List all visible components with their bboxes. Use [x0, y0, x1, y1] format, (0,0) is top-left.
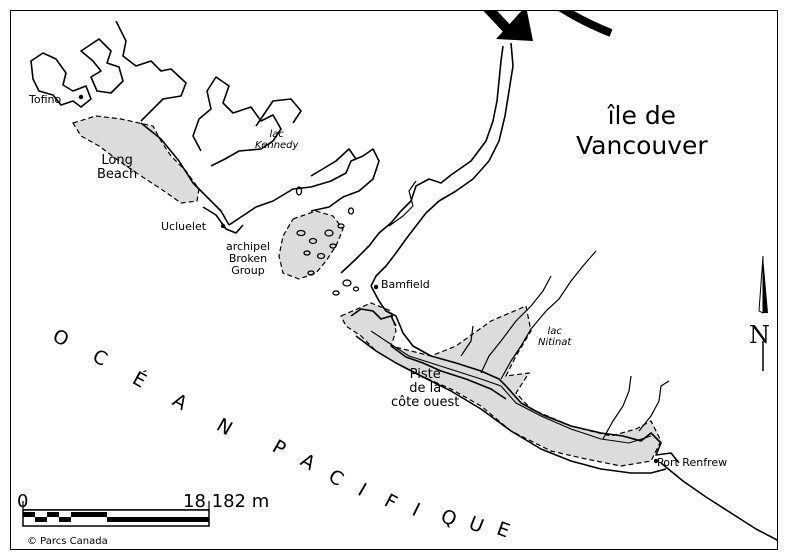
island-10: [342, 279, 352, 287]
label-bamfield: Bamfield: [381, 278, 430, 291]
scale-seg-5: [71, 512, 107, 517]
label-trail-line3: côte ouest: [391, 395, 460, 410]
coastline-tofino-peninsula: [30, 52, 92, 108]
scale-seg-1: [23, 512, 35, 517]
coastline: [30, 20, 777, 541]
island-6: [329, 243, 337, 249]
island-13: [307, 270, 315, 276]
label-west-coast-trail: Piste de la côte ouest: [391, 368, 459, 410]
island-12: [352, 286, 360, 292]
island-7: [337, 223, 345, 229]
coastline-ucluelet-arm: [140, 122, 230, 226]
label-ucluelet: Ucluelet: [161, 220, 207, 233]
label-vancouver-island: île de Vancouver: [576, 101, 708, 161]
island-3: [324, 229, 334, 237]
label-broken-group: archipel Broken Group: [226, 241, 270, 277]
scale-seg-6: [107, 517, 209, 522]
label-lake-kennedy-line1: lac: [269, 129, 284, 140]
label-broken-group-line1: archipel: [226, 240, 270, 253]
label-lake-kennedy-line2: Kennedy: [255, 140, 299, 151]
label-long-beach-line2: Beach: [97, 167, 138, 182]
label-broken-group-line3: Group: [231, 264, 265, 277]
map-frame: N 0 18 182 m © Parcs Canada Tofino Long …: [10, 10, 778, 550]
island-2: [308, 237, 318, 245]
coastline-ucluelet-south: [202, 206, 244, 234]
label-island-line2: Vancouver: [576, 131, 708, 160]
compass-north-label: N: [749, 321, 770, 349]
compass-needle-left: [758, 255, 764, 314]
label-island-line1: île de: [607, 101, 677, 130]
river-east-2: [602, 375, 632, 440]
islands: [295, 186, 360, 296]
town-dot-port-renfrew: [653, 458, 659, 464]
coastline-east-mainland: [370, 285, 680, 464]
label-lake-kennedy: lac Kennedy: [255, 129, 298, 151]
town-dot-bamfield: [373, 284, 379, 290]
arrow-shaft: [483, 11, 515, 37]
rivers: [388, 180, 670, 440]
label-broken-group-line2: Broken: [228, 252, 268, 265]
island-8: [295, 186, 303, 196]
coastline-upper-left: [115, 20, 187, 122]
town-markers: [78, 94, 659, 464]
compass-needle-right: [763, 256, 768, 313]
scale-seg-4: [59, 517, 71, 522]
island-5: [316, 252, 326, 260]
river-nitinat: [500, 250, 597, 380]
label-lake-nitinat: lac Nitinat: [538, 326, 571, 348]
label-lake-nitinat-line1: lac: [547, 326, 562, 337]
island-9: [347, 207, 355, 215]
label-long-beach: Long Beach: [97, 154, 137, 182]
credit-text: © Parcs Canada: [27, 536, 108, 547]
label-port-renfrew: Port Renfrew: [657, 456, 728, 469]
map-canvas: N 0 18 182 m © Parcs Canada: [17, 11, 777, 547]
river-north-inland: [388, 180, 417, 227]
label-trail-line1: Piste: [409, 367, 441, 382]
coastline-kennedy-inlet: [192, 76, 282, 167]
label-tofino: Tofino: [29, 93, 62, 106]
coastline-barkley-north: [228, 148, 380, 226]
island-1: [296, 229, 306, 237]
west-coast-trail-line: [370, 330, 652, 444]
coastline-alberni-inlet: [450, 45, 504, 176]
scale-seg-2: [35, 517, 47, 522]
river-nitinat-branch: [480, 275, 552, 374]
coastline-kennedy-branch: [255, 98, 302, 127]
arrow-curve: [558, 11, 613, 37]
scale-bar: 0 18 182 m: [17, 491, 269, 527]
direction-arrow: [483, 11, 613, 41]
compass: N: [749, 255, 770, 371]
label-long-beach-line1: Long: [101, 153, 133, 168]
town-dot-tofino: [78, 94, 84, 100]
label-lake-nitinat-line2: Nitinat: [538, 337, 572, 348]
scale-seg-3: [47, 512, 59, 517]
coastline-south-outer: [355, 335, 667, 474]
island-11: [332, 290, 340, 296]
scale-end-label: 18 182 m: [183, 491, 269, 512]
coastline-southeast: [660, 462, 777, 541]
park-west-coast-trail: [340, 302, 662, 467]
coastline-alberni-west: [340, 174, 452, 274]
park-broken-group: [278, 210, 344, 280]
coastline-nitinat-shore: [390, 345, 507, 400]
town-dot-ucluelet: [220, 223, 226, 229]
arrow-head: [496, 11, 533, 41]
label-trail-line2: de la: [409, 381, 442, 396]
coastline-alberni-east: [370, 42, 514, 287]
island-4: [303, 250, 311, 256]
scale-start-label: 0: [17, 491, 28, 512]
river-east: [638, 380, 670, 432]
coastline-bamfield-area: [350, 308, 397, 327]
coastline-barkley-inlet-2: [310, 148, 357, 177]
park-areas: [72, 115, 662, 467]
coastline-inlet-north: [80, 38, 124, 94]
river-small-1: [460, 325, 474, 357]
